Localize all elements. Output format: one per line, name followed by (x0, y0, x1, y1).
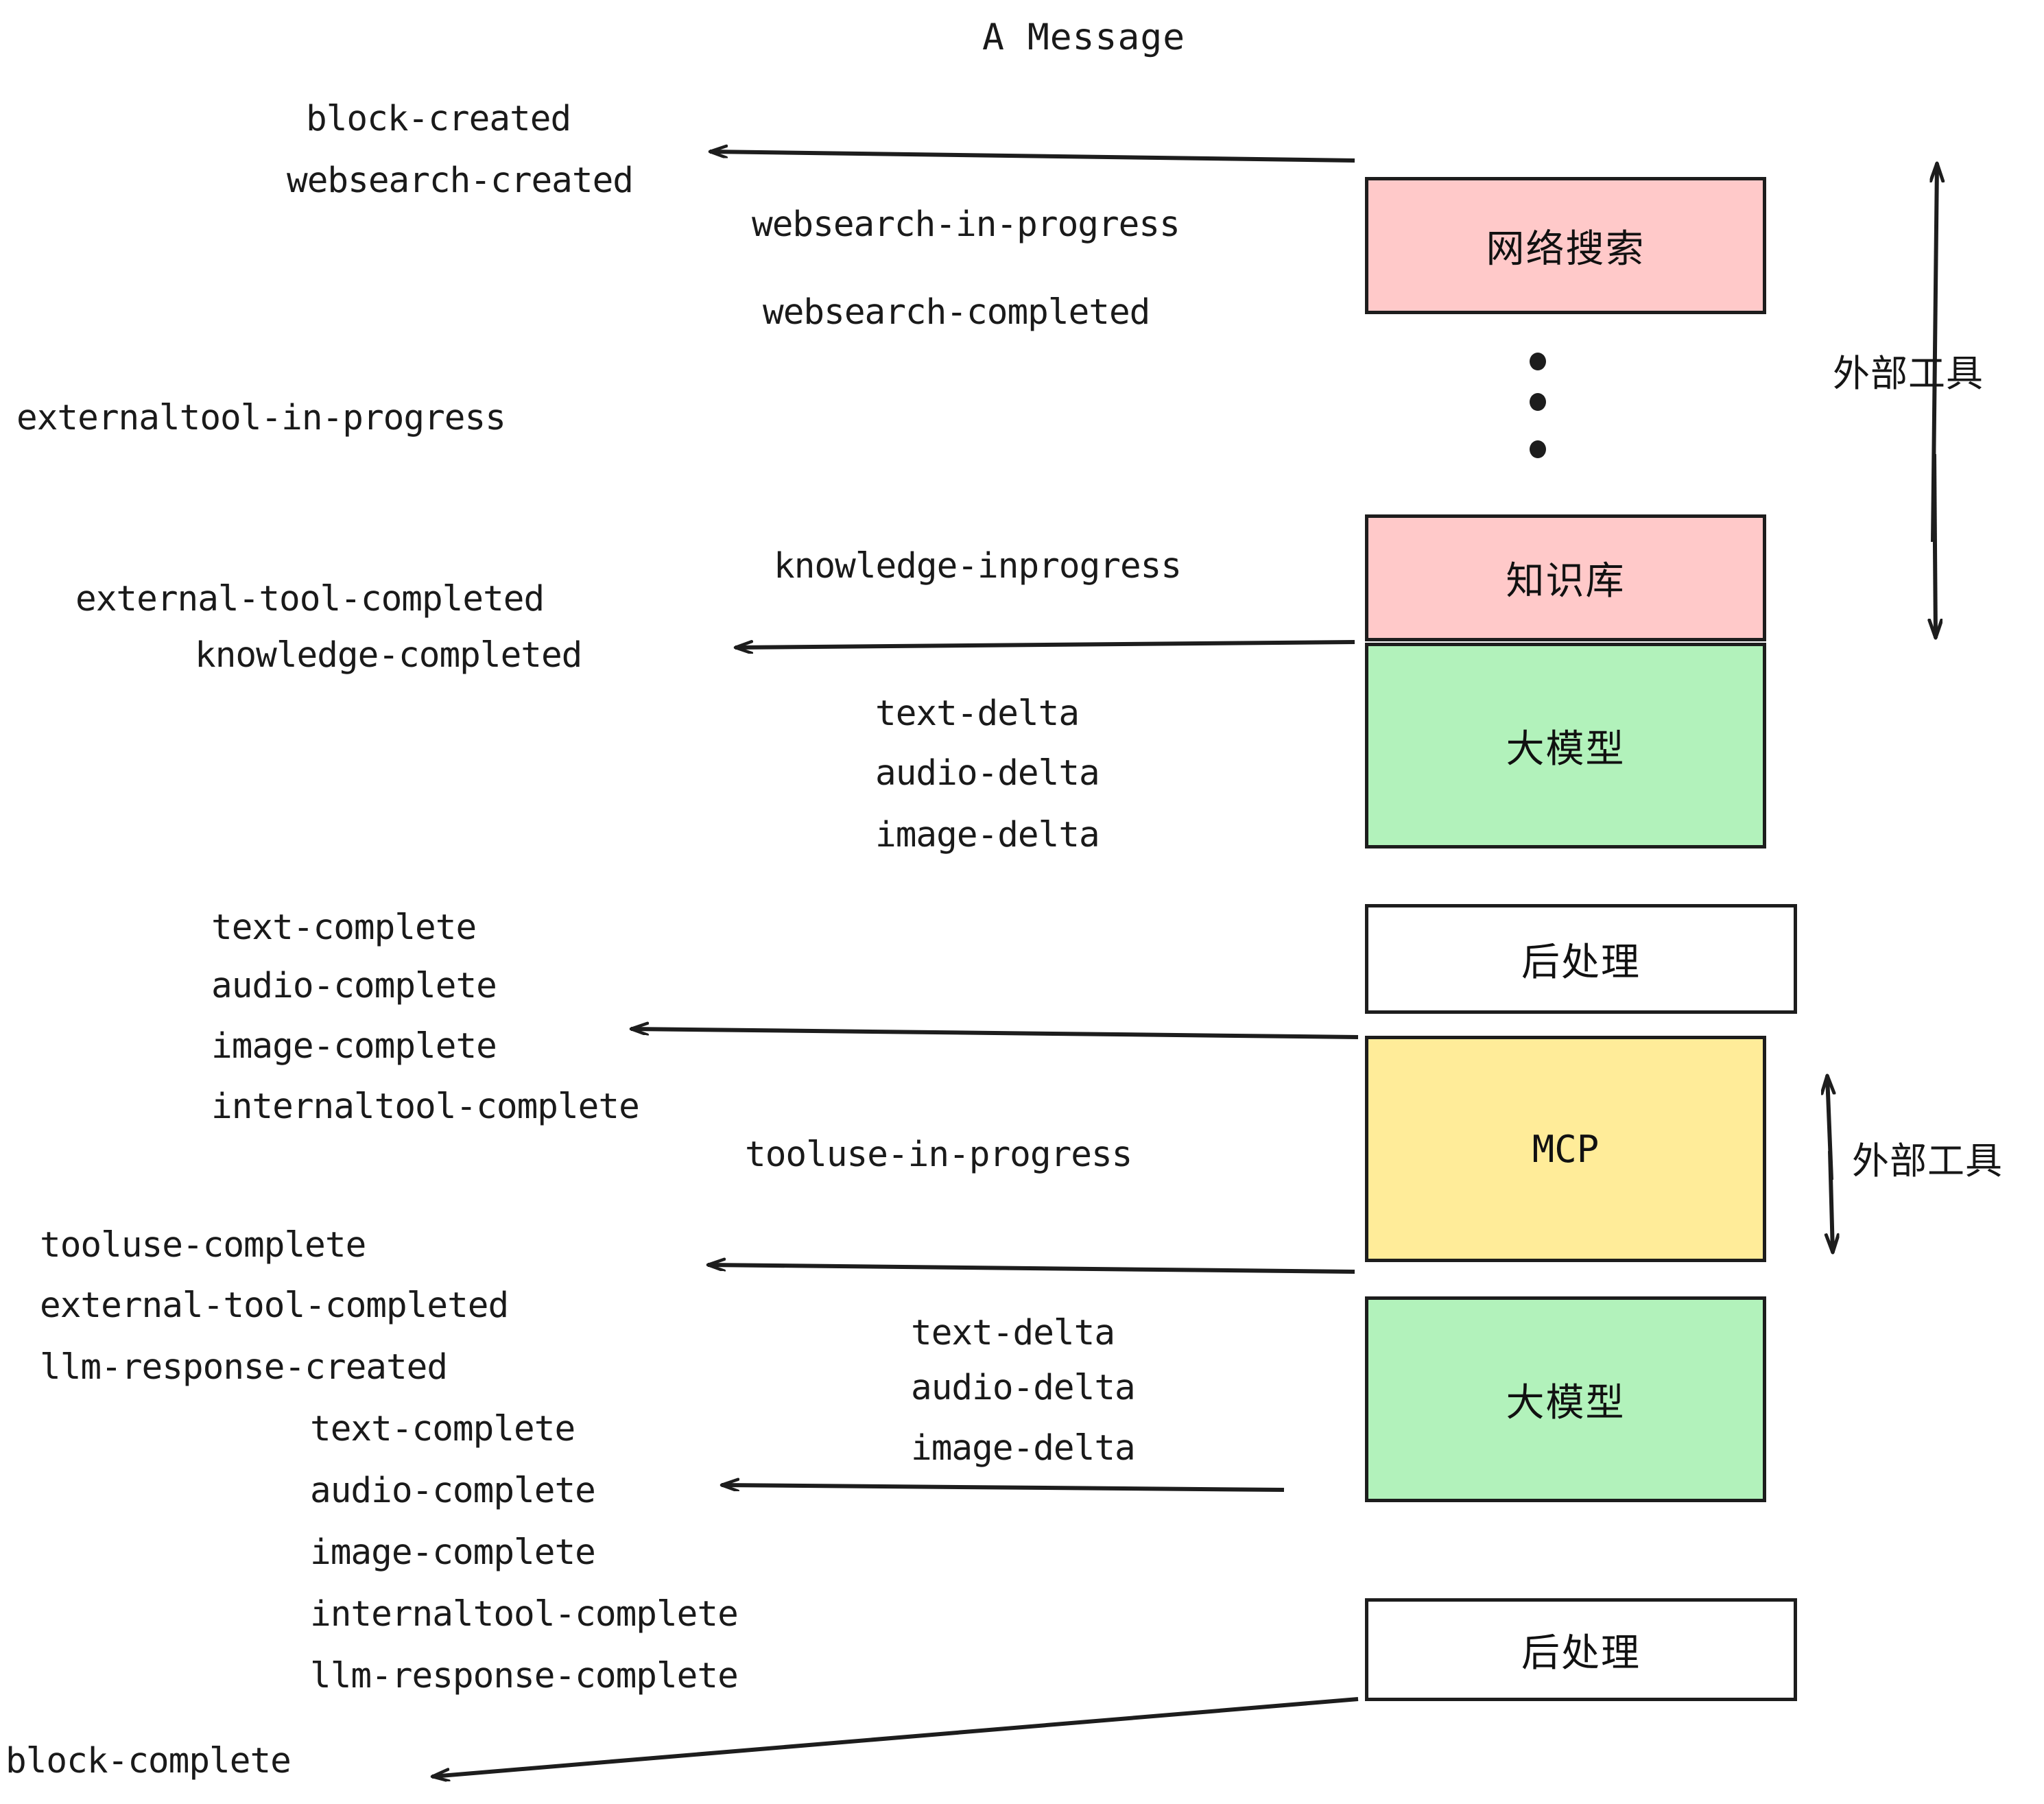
event-externaltool-in-progress: externaltool-in-progress (16, 398, 506, 438)
box-llm-2: 大模型 (1365, 1296, 1766, 1502)
event-audio-complete-1: audio-complete (211, 966, 497, 1006)
side-label-external-tool-1: 外部工具 (1833, 352, 1984, 395)
arrow-websearch-created (710, 152, 1355, 163)
ellipsis-dot-1 (1530, 353, 1546, 370)
arrow-tooluse-complete (708, 1265, 1355, 1274)
box-label-knowledge-base: 知识库 (1506, 559, 1626, 604)
event-text-complete-1: text-complete (211, 907, 477, 948)
box-label-llm-1: 大模型 (1506, 726, 1626, 772)
box-knowledge-base: 知识库 (1365, 514, 1766, 641)
box-label-post-process-1: 后处理 (1521, 940, 1641, 985)
event-audio-delta-1: audio-delta (875, 753, 1100, 794)
event-internaltool-complete-1: internaltool-complete (211, 1087, 640, 1127)
arrow-image-complete (631, 1029, 1359, 1039)
event-audio-delta-2: audio-delta (911, 1368, 1136, 1408)
box-label-llm-2: 大模型 (1506, 1380, 1626, 1425)
arrow-external-tool-down-2 (1830, 1150, 1833, 1253)
box-post-process-1: 后处理 (1365, 904, 1797, 1014)
event-audio-complete-2: audio-complete (310, 1471, 596, 1511)
arrow-audio-complete (722, 1485, 1285, 1492)
box-label-post-process-2: 后处理 (1521, 1630, 1641, 1676)
event-image-delta-2: image-delta (911, 1428, 1136, 1469)
event-text-delta-1: text-delta (875, 693, 1080, 734)
event-llm-response-created: llm-response-created (40, 1347, 448, 1388)
side-label-external-tool-2: 外部工具 (1852, 1139, 2003, 1183)
event-image-complete-2: image-complete (310, 1532, 596, 1573)
box-llm-1: 大模型 (1365, 643, 1766, 848)
event-internaltool-complete-2: internaltool-complete (310, 1594, 739, 1635)
event-websearch-in-progress: websearch-in-progress (752, 204, 1180, 245)
event-llm-response-complete: llm-response-complete (310, 1656, 739, 1696)
event-knowledge-completed: knowledge-completed (195, 635, 582, 676)
event-websearch-completed: websearch-completed (763, 292, 1150, 333)
diagram-title: A Message (982, 16, 1186, 58)
event-text-delta-2: text-delta (911, 1313, 1115, 1353)
event-tooluse-in-progress: tooluse-in-progress (745, 1135, 1132, 1175)
event-tooluse-complete: tooluse-complete (40, 1225, 366, 1266)
event-block-complete: block-complete (5, 1741, 292, 1781)
box-web-search: 网络搜索 (1365, 177, 1766, 314)
arrow-block-complete (432, 1697, 1359, 1777)
event-external-tool-completed-2: external-tool-completed (40, 1285, 509, 1326)
event-text-complete-2: text-complete (310, 1409, 575, 1449)
event-external-tool-completed-1: external-tool-completed (75, 579, 545, 619)
box-label-web-search: 网络搜索 (1486, 226, 1645, 272)
arrow-external-tool-up-2 (1827, 1076, 1831, 1180)
event-knowledge-inprogress: knowledge-inprogress (774, 546, 1182, 586)
event-image-delta-1: image-delta (875, 815, 1100, 855)
event-block-created: block-created (306, 99, 571, 139)
box-label-mcp: MCP (1532, 1127, 1600, 1171)
arrow-external-tool-down-1 (1934, 453, 1936, 638)
event-image-complete-1: image-complete (211, 1026, 497, 1067)
box-mcp: MCP (1365, 1036, 1766, 1262)
ellipsis-dot-3 (1530, 440, 1546, 458)
event-websearch-created: websearch-created (287, 161, 634, 201)
ellipsis-dot-2 (1530, 393, 1546, 411)
box-post-process-2: 后处理 (1365, 1598, 1797, 1701)
arrow-knowledge-completed (735, 640, 1355, 648)
